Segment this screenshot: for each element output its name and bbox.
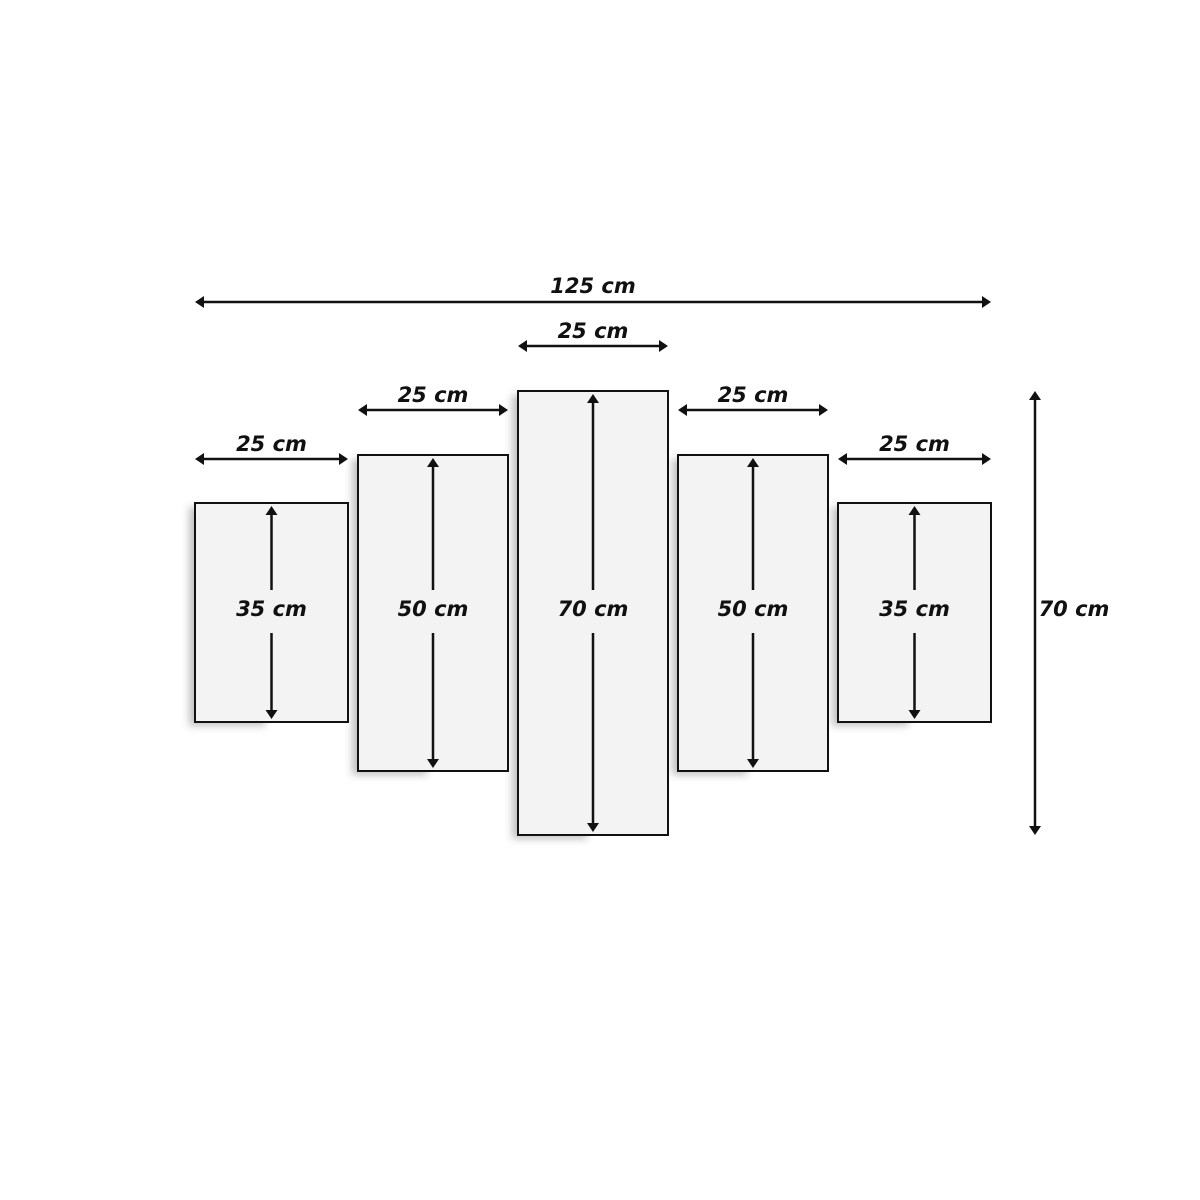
arrowhead-up-icon (908, 506, 921, 515)
arrowhead-down-icon (265, 710, 278, 719)
width-label-panel-1: 25 cm (236, 432, 307, 456)
arrowhead-up-icon (1029, 391, 1041, 400)
width-label-panel-5: 25 cm (879, 432, 950, 456)
arrowhead-right-icon (819, 404, 828, 416)
height-label-panel-3: 70 cm (558, 597, 629, 621)
width-label-panel-2: 25 cm (398, 383, 469, 407)
height-label-panel-5: 35 cm (879, 597, 950, 621)
arrowhead-right-icon (339, 453, 348, 465)
arrowhead-down-icon (427, 759, 439, 768)
width-label-panel-3: 25 cm (558, 319, 629, 343)
arrowhead-left-icon (838, 453, 847, 465)
width-arrow-panel-4 (678, 404, 828, 416)
arrowhead-right-icon (982, 296, 991, 308)
arrowhead-left-icon (678, 404, 687, 416)
overall-width-label: 125 cm (550, 274, 635, 298)
arrowhead-left-icon (195, 296, 204, 308)
height-label-panel-2: 50 cm (398, 597, 469, 621)
height-arrow-panel-5 (908, 506, 921, 719)
width-arrow-panel-1 (195, 453, 348, 465)
overall-height-label: 70 cm (1039, 597, 1110, 621)
arrowhead-up-icon (587, 394, 599, 403)
arrowhead-up-icon (265, 506, 278, 515)
arrowhead-right-icon (982, 453, 991, 465)
arrowhead-down-icon (747, 759, 759, 768)
overall-width-arrow (195, 296, 991, 308)
arrowhead-up-icon (747, 458, 759, 467)
arrowhead-left-icon (358, 404, 367, 416)
width-arrow-panel-2 (358, 404, 508, 416)
height-label-panel-1: 35 cm (236, 597, 307, 621)
width-arrow-panel-5 (838, 453, 991, 465)
arrowhead-up-icon (427, 458, 439, 467)
width-arrow-panel-3 (518, 340, 668, 352)
arrowhead-right-icon (659, 340, 668, 352)
arrowhead-left-icon (195, 453, 204, 465)
arrowhead-left-icon (518, 340, 527, 352)
arrowhead-right-icon (499, 404, 508, 416)
overall-height-arrow (1029, 391, 1041, 835)
height-arrow-panel-1 (265, 506, 278, 719)
arrowhead-down-icon (908, 710, 921, 719)
arrowhead-down-icon (1029, 826, 1041, 835)
height-arrow-panel-3 (587, 394, 599, 832)
width-label-panel-4: 25 cm (718, 383, 789, 407)
arrowhead-down-icon (587, 823, 599, 832)
height-arrow-panel-2 (427, 458, 439, 768)
height-arrow-panel-4 (747, 458, 759, 768)
height-label-panel-4: 50 cm (718, 597, 789, 621)
